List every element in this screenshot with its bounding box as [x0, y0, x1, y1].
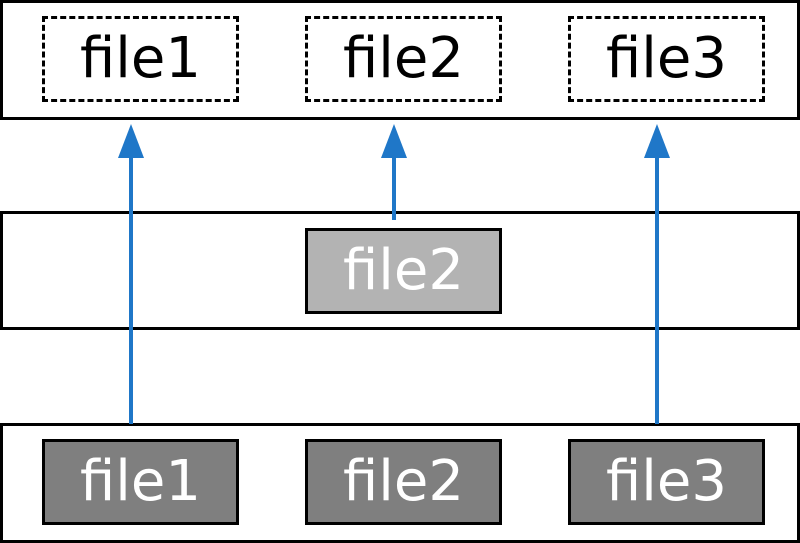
top-file-1-label: file1: [80, 26, 201, 91]
arrow-file2-head: [381, 124, 407, 158]
bottom-file-3-label: file3: [606, 449, 727, 514]
bottom-file-1-label: file1: [80, 449, 201, 514]
bottom-file-3: file3: [568, 439, 765, 525]
top-file-1: file1: [42, 16, 239, 102]
bottom-file-2-label: file2: [343, 449, 464, 514]
middle-layer: file2: [0, 211, 800, 330]
bottom-layer: file1 file2 file3: [0, 423, 800, 543]
middle-file-2: file2: [305, 228, 502, 314]
bottom-file-2: file2: [305, 439, 502, 525]
arrow-file2: [381, 124, 407, 220]
top-file-3: file3: [568, 16, 765, 102]
top-file-3-label: file3: [606, 26, 727, 91]
bottom-file-1: file1: [42, 439, 239, 525]
top-file-2: file2: [305, 16, 502, 102]
arrow-file1-head: [118, 124, 144, 158]
middle-file-2-label: file2: [343, 238, 464, 303]
top-layer: file1 file2 file3: [0, 0, 800, 120]
arrow-file3-head: [644, 124, 670, 158]
top-file-2-label: file2: [343, 26, 464, 91]
